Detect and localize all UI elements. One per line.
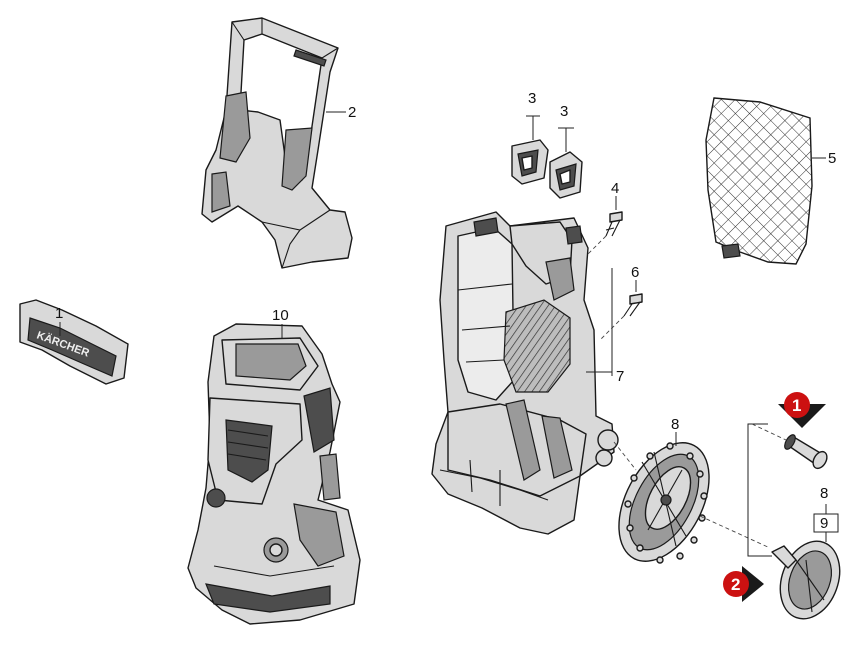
part-2-handle-frame <box>201 17 353 269</box>
part-10-front-housing <box>187 323 361 625</box>
label-part-7: 7 <box>616 368 624 385</box>
label-part-10: 10 <box>272 307 289 324</box>
leader-3a <box>526 115 540 140</box>
label-part-8-wheel: 8 <box>671 416 679 433</box>
part-7-rear-chassis <box>431 211 619 535</box>
label-part-6: 6 <box>631 264 639 281</box>
wheel-tread <box>624 442 708 564</box>
leader-7 <box>586 268 613 376</box>
label-part-5: 5 <box>828 150 836 167</box>
assembly-line-wheel <box>613 441 637 471</box>
step-badge-2: 2 <box>723 566 764 602</box>
part-1-brand-emblem: KÄRCHER <box>19 299 129 385</box>
label-part-9: 9 <box>820 515 828 532</box>
label-part-8-detail: 8 <box>820 485 828 502</box>
step-badge-1-number: 1 <box>792 396 801 415</box>
part-6-screw <box>623 293 643 317</box>
label-part-3-right: 3 <box>560 103 568 120</box>
detail-hubcap-part-9 <box>771 540 841 620</box>
label-part-3-left: 3 <box>528 90 536 107</box>
part-8-wheel <box>618 442 710 564</box>
assembly-line-4 <box>585 235 607 257</box>
part-3-clip-right <box>549 151 583 199</box>
step-badge-2-number: 2 <box>731 575 740 594</box>
label-part-1: 1 <box>55 305 63 322</box>
right-arrow-icon <box>742 566 764 602</box>
part-3-clip-left <box>511 139 549 185</box>
label-part-4: 4 <box>611 180 619 197</box>
assembly-line-hubcap <box>699 515 771 549</box>
part-4-screw <box>605 211 623 237</box>
part-5-mesh-bag <box>705 97 813 265</box>
assembly-line-pin <box>751 423 787 441</box>
detail-axle-pin <box>784 434 828 470</box>
step-badge-1: 1 <box>778 392 826 428</box>
bracket-detail <box>747 423 772 557</box>
leader-3b <box>558 127 574 152</box>
label-part-2: 2 <box>348 104 356 121</box>
